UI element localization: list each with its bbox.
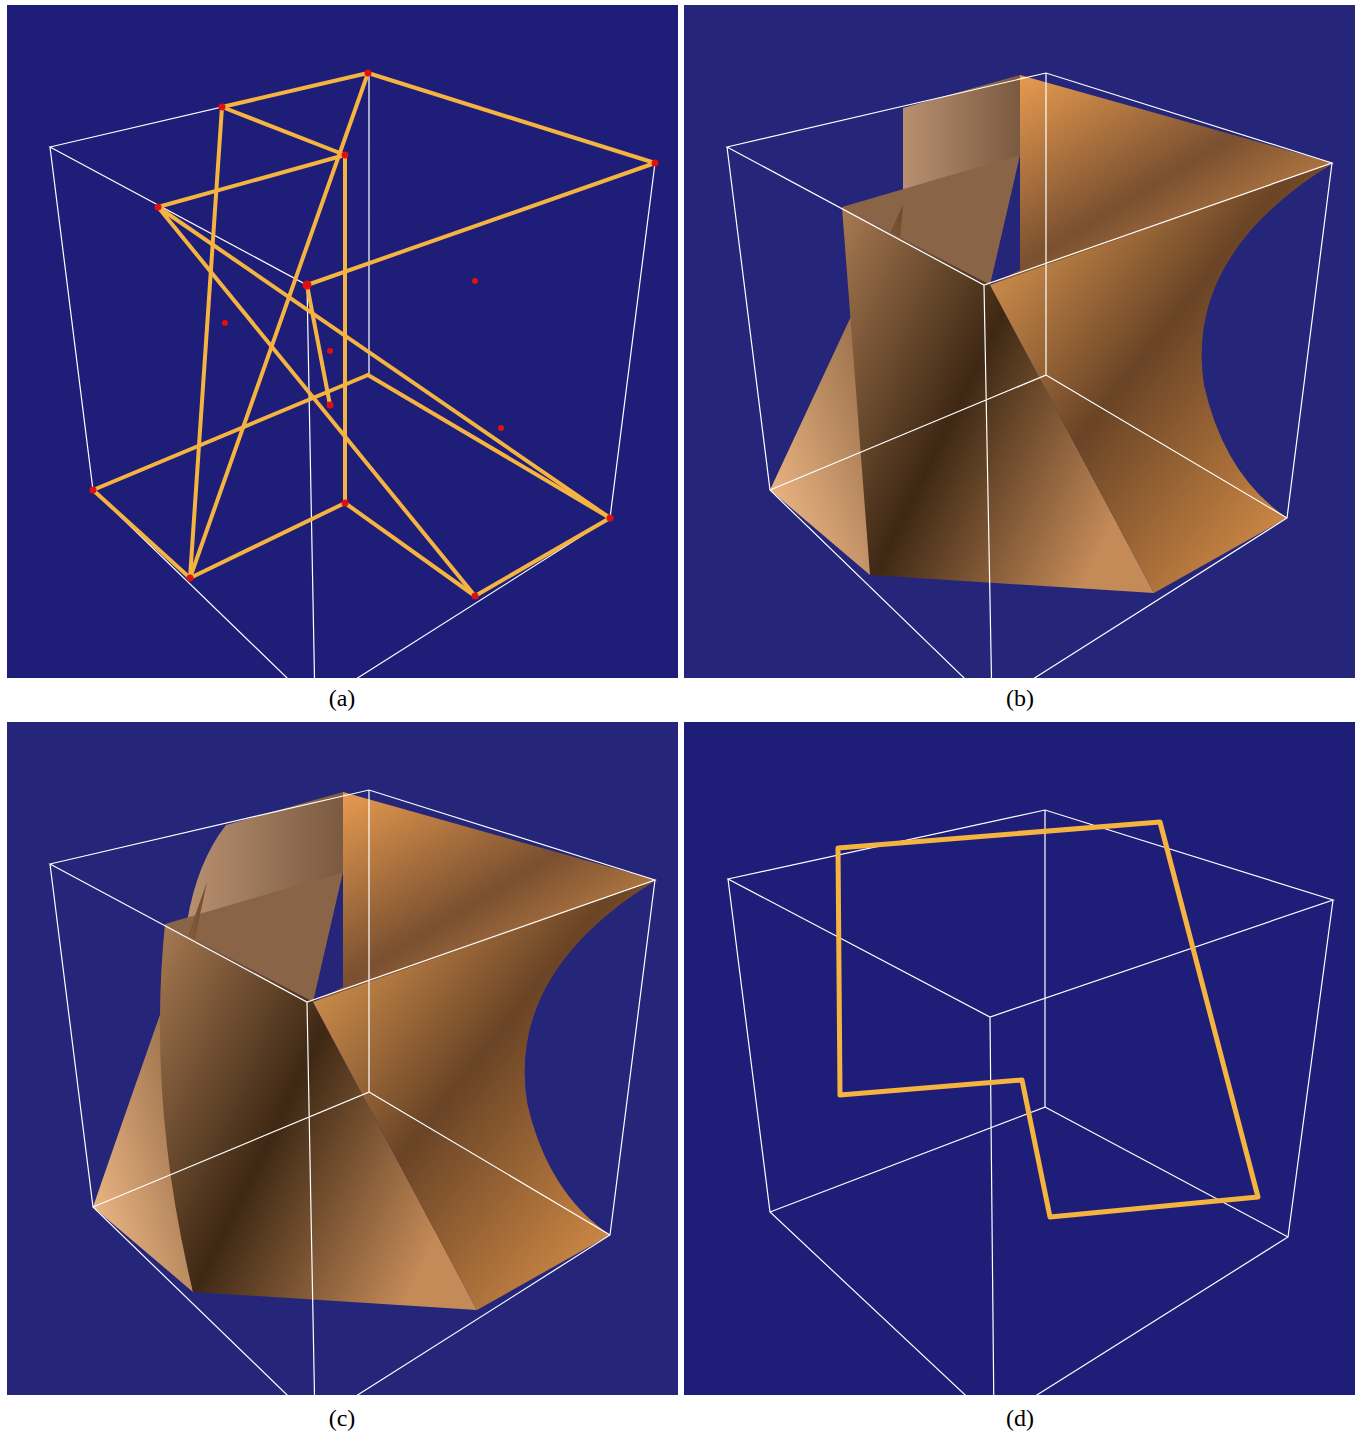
cube-frame xyxy=(50,790,655,1395)
panel-label: (b) xyxy=(1006,685,1034,712)
vertex-dots xyxy=(90,70,659,600)
surface-panel xyxy=(7,722,678,1395)
surface-patch xyxy=(313,880,656,1310)
wireframe-panel xyxy=(7,5,678,678)
panel-label: (a) xyxy=(329,685,356,712)
panel-ground xyxy=(684,722,1355,1395)
loop-panel xyxy=(684,722,1355,1395)
cube-frame xyxy=(728,810,1333,1395)
surface-panel xyxy=(684,5,1355,678)
panel-ground xyxy=(684,5,1355,678)
loop-curve xyxy=(838,822,1258,1217)
wire-edges xyxy=(93,73,655,596)
panel-ground xyxy=(7,5,678,678)
surface-patch xyxy=(990,163,1333,593)
panel-label: (c) xyxy=(329,1405,356,1432)
cube-frame xyxy=(727,73,1332,678)
panel-ground xyxy=(7,722,678,1395)
cube-frame xyxy=(50,73,655,678)
panel-label: (d) xyxy=(1006,1405,1034,1432)
